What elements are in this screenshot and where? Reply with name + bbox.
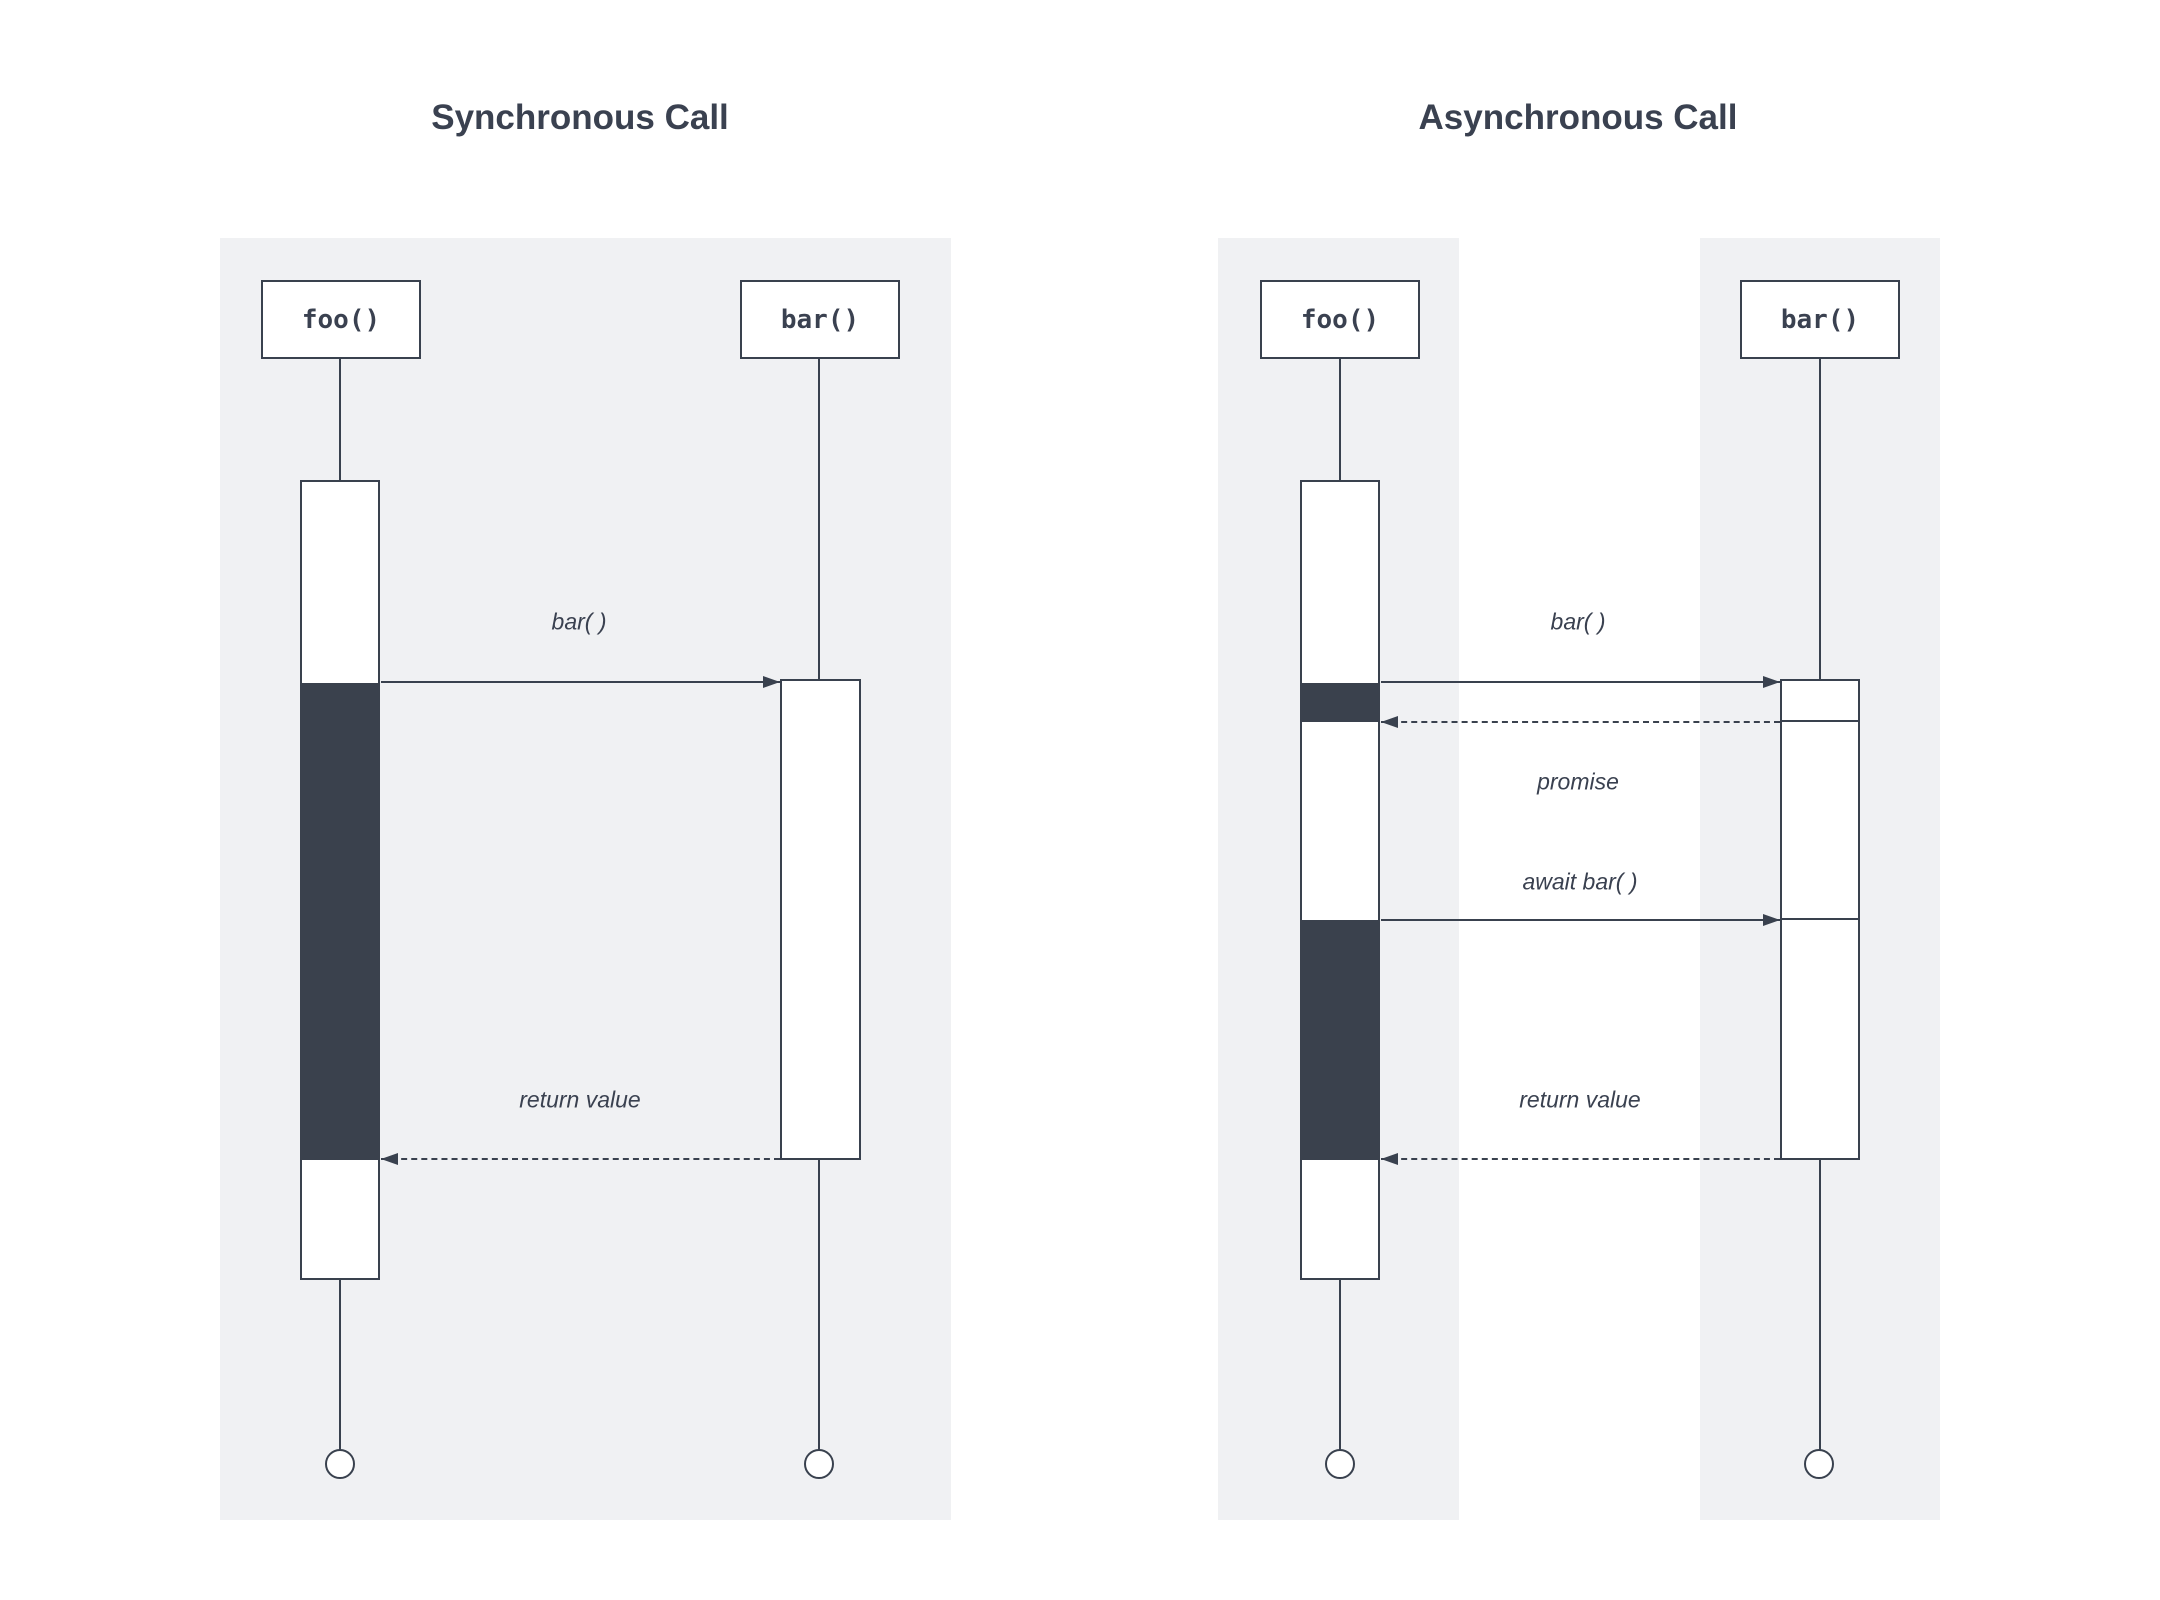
sync-bar-lifeline-upper [818,359,820,679]
async-promise-label: promise [1537,768,1619,795]
sync-call-arrow-line [381,681,780,683]
async-foo-end-circle [1325,1449,1355,1479]
sync-return-label: return value [519,1086,641,1113]
async-await-arrow-line [1381,919,1780,921]
async-actor-bar-box: bar() [1740,280,1900,359]
async-promise-arrow-line [1381,721,1780,723]
async-bar-lifeline-lower [1819,1160,1821,1450]
sync-call-label: bar( ) [551,608,607,635]
async-return-arrowhead-icon [1381,1153,1398,1165]
sync-foo-lifeline-upper [339,359,341,480]
async-actor-foo-box: foo() [1260,280,1420,359]
async-foo-lifeline-upper [1339,359,1341,480]
async-foo-busy-segment-2 [1300,920,1380,1160]
sync-call-arrowhead-icon [763,676,780,688]
sync-foo-end-circle [325,1449,355,1479]
sync-return-arrowhead-icon [381,1153,398,1165]
sync-bar-end-circle [804,1449,834,1479]
async-foo-activation [1300,480,1380,1280]
async-await-label: await bar( ) [1522,868,1638,895]
async-bar-lifeline-upper [1819,359,1821,679]
async-return-arrow-line [1381,1158,1780,1160]
async-foo-lifeline-lower [1339,1280,1341,1450]
async-actor-foo-label: foo() [1300,304,1380,335]
sync-foo-lifeline-lower [339,1280,341,1450]
sync-actor-bar-label: bar() [780,304,860,335]
sync-bar-lifeline-lower [818,1160,820,1450]
async-call-label: bar( ) [1550,608,1606,635]
async-foo-busy-segment-1 [1300,683,1380,722]
async-call-arrowhead-icon [1763,676,1780,688]
sync-foo-busy-segment [300,683,380,1160]
sync-actor-bar-box: bar() [740,280,900,359]
sync-return-arrow-line [381,1158,780,1160]
async-promise-arrowhead-icon [1381,716,1398,728]
async-call-arrow-line [1381,681,1780,683]
sync-actor-foo-label: foo() [301,304,381,335]
async-return-label: return value [1519,1086,1641,1113]
async-bar-activation-divider-promise [1780,720,1860,722]
sync-actor-foo-box: foo() [261,280,421,359]
sync-diagram-title: Synchronous Call [431,98,729,137]
async-bar-end-circle [1804,1449,1834,1479]
sync-bar-activation [780,679,861,1160]
async-bar-activation-divider-await [1780,918,1860,920]
async-diagram-title: Asynchronous Call [1418,98,1738,137]
async-actor-bar-label: bar() [1780,304,1860,335]
async-await-arrowhead-icon [1763,914,1780,926]
